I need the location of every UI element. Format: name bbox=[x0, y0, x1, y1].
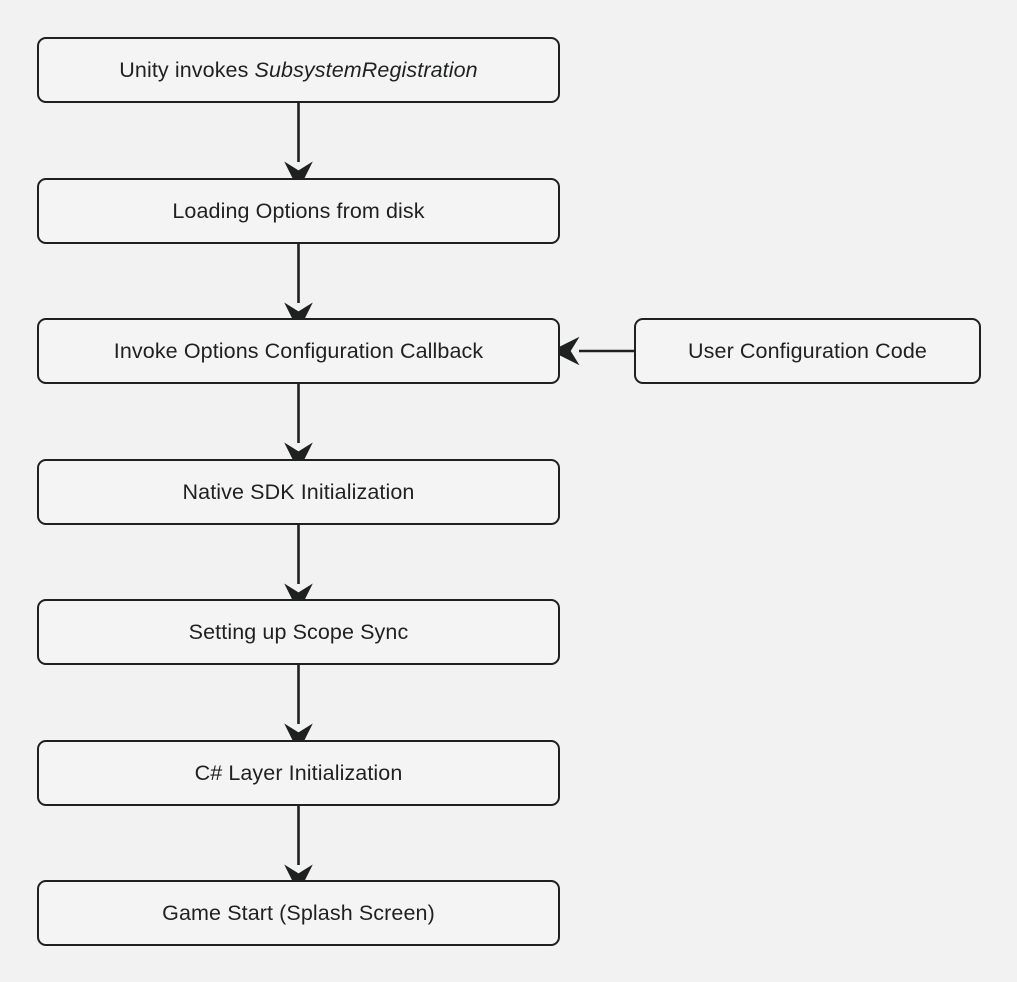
node-loading-options[interactable]: Loading Options from disk bbox=[37, 178, 560, 244]
node-user-configuration-code[interactable]: User Configuration Code bbox=[634, 318, 981, 384]
node-label-text-emphasis: SubsystemRegistration bbox=[254, 57, 478, 82]
node-label-user-configuration-code: User Configuration Code bbox=[688, 338, 927, 363]
node-label-scope-sync: Setting up Scope Sync bbox=[188, 619, 409, 644]
node-label-invoke-options-callback: Invoke Options Configuration Callback bbox=[113, 338, 484, 363]
node-label-csharp-layer-init: C# Layer Initialization bbox=[194, 760, 403, 785]
node-label-loading-options: Loading Options from disk bbox=[172, 198, 425, 223]
node-label-text-prefix: Unity invokes bbox=[119, 57, 255, 82]
node-game-start[interactable]: Game Start (Splash Screen) bbox=[37, 880, 560, 946]
node-label-game-start: Game Start (Splash Screen) bbox=[162, 900, 435, 925]
node-subsystem-registration[interactable]: Unity invokes SubsystemRegistration bbox=[37, 37, 560, 103]
node-scope-sync[interactable]: Setting up Scope Sync bbox=[37, 599, 560, 665]
node-label-subsystem-registration: Unity invokes SubsystemRegistration bbox=[109, 57, 487, 84]
node-invoke-options-callback[interactable]: Invoke Options Configuration Callback bbox=[37, 318, 560, 384]
node-label-native-sdk-init: Native SDK Initialization bbox=[182, 479, 415, 504]
node-csharp-layer-init[interactable]: C# Layer Initialization bbox=[37, 740, 560, 806]
node-native-sdk-init[interactable]: Native SDK Initialization bbox=[37, 459, 560, 525]
